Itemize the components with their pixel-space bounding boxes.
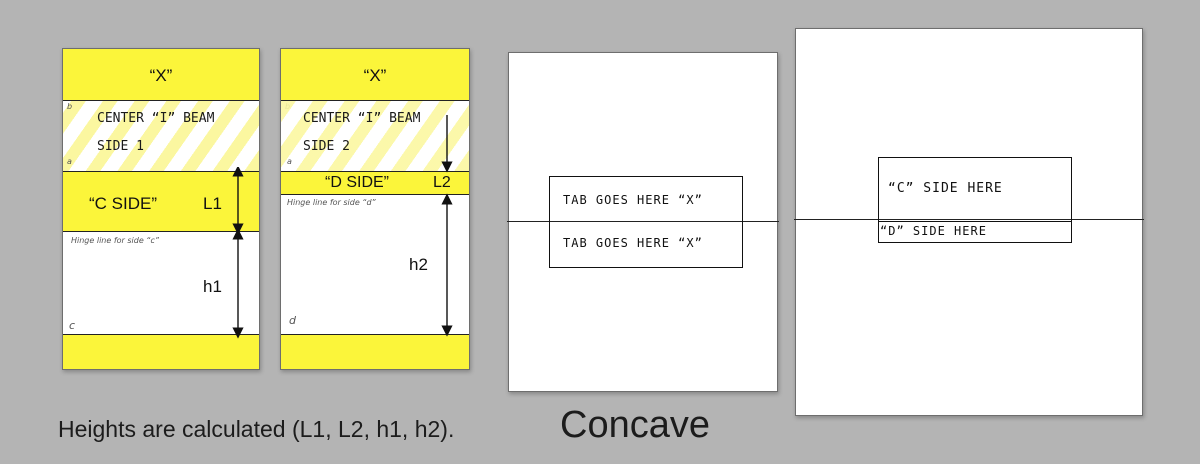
card-side-2: “X” b CENTER “I” BEAM SIDE 2 a “D SIDE” … xyxy=(280,48,470,370)
bottom-tab-band xyxy=(63,335,259,369)
fold-line xyxy=(281,334,469,335)
dimension-arrows xyxy=(232,167,244,339)
center-fold-line xyxy=(794,219,1144,220)
hinge-note: Hinge line for side “c” xyxy=(71,236,159,245)
beam-label-line2: SIDE 2 xyxy=(303,139,350,154)
c-side-label: “C SIDE” xyxy=(89,194,157,213)
d-side-band xyxy=(281,172,469,194)
c-side-band xyxy=(63,172,259,231)
tab-label-lower: TAB GOES HERE “X” xyxy=(563,236,703,250)
bottom-tab-band xyxy=(281,335,469,369)
mark-a: a xyxy=(287,157,292,166)
mark-a: a xyxy=(67,157,72,166)
top-tab-label: “X” xyxy=(149,66,173,85)
tab-label-upper: TAB GOES HERE “X” xyxy=(563,193,703,207)
d-divider xyxy=(878,221,1072,222)
mark-b: b xyxy=(67,102,73,111)
center-beam-band xyxy=(63,101,259,171)
beam-label-line1: CENTER “I” BEAM xyxy=(97,111,215,126)
hinge-line xyxy=(281,194,469,195)
dimension-arrows xyxy=(441,115,453,337)
top-tab-band xyxy=(281,49,469,100)
l2-label: L2 xyxy=(433,174,451,191)
hinge-note: Hinge line for side “d” xyxy=(287,198,376,207)
c-d-outline xyxy=(878,157,1072,243)
tab-outline xyxy=(549,176,743,268)
fold-line xyxy=(281,100,469,101)
card-side-1: “X” b CENTER “I” BEAM SIDE 1 a “C SIDE” … xyxy=(62,48,260,370)
fold-line xyxy=(281,171,469,172)
fold-line xyxy=(63,171,259,172)
c-side-here: “C” SIDE HERE xyxy=(888,181,1003,196)
heights-caption: Heights are calculated (L1, L2, h1, h2). xyxy=(58,416,455,442)
card-tab-placement: TAB GOES HERE “X” TAB GOES HERE “X” xyxy=(507,52,779,392)
d-side-here: “D” SIDE HERE xyxy=(880,224,987,238)
top-tab-band xyxy=(63,49,259,100)
beam-label-line2: SIDE 1 xyxy=(97,139,144,154)
card-c-d-placement: “C” SIDE HERE “D” SIDE HERE xyxy=(794,28,1144,416)
center-fold-line xyxy=(507,221,779,222)
fold-line xyxy=(63,100,259,101)
hinge-line xyxy=(63,231,259,232)
l1-label: L1 xyxy=(203,194,222,213)
top-tab-label: “X” xyxy=(363,66,387,85)
beam-label-line1: CENTER “I” BEAM xyxy=(303,111,421,126)
concave-caption: Concave xyxy=(560,404,710,446)
mark-d: d xyxy=(289,314,296,327)
mark-c: c xyxy=(69,319,76,332)
center-beam-band xyxy=(281,101,469,171)
fold-line xyxy=(63,334,259,335)
h1-label: h1 xyxy=(203,277,222,296)
d-side-label: “D SIDE” xyxy=(325,174,389,191)
h2-label: h2 xyxy=(409,255,428,274)
